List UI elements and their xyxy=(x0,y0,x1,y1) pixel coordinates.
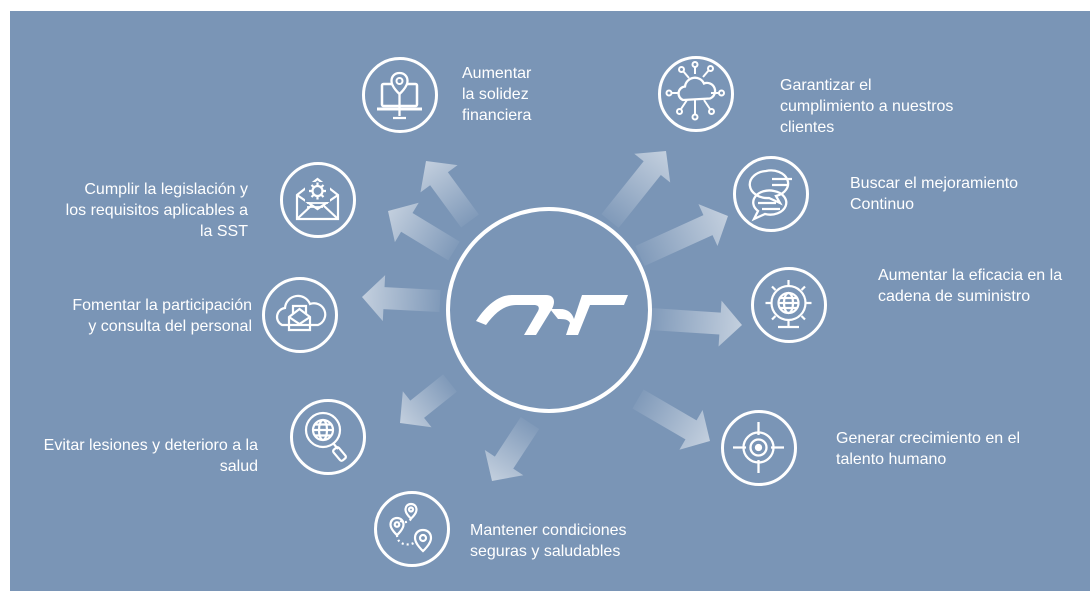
supply-chain-label: Aumentar la eficacia en la cadena de sumi… xyxy=(878,265,1062,307)
financial-icon-circle xyxy=(362,57,438,133)
arrow-supply-chain xyxy=(649,300,742,347)
improvement-icon-circle xyxy=(733,156,809,232)
supply-chain-label-line: Aumentar la eficacia en la xyxy=(878,267,1063,284)
legislation-label: Cumplir la legislación y los requisitos a… xyxy=(10,179,248,242)
legislation-label-line: la SST xyxy=(199,223,248,240)
participation-label-line: Fomentar la participación xyxy=(72,297,252,314)
injuries-label-line: salud xyxy=(219,458,258,475)
clients-label: Garantizar el cumplimiento a nuestros clie… xyxy=(780,75,953,138)
arrow-participation xyxy=(361,275,441,322)
talent-label: Generar crecimiento en el talento humano xyxy=(836,428,1020,470)
injuries-label: Evitar lesiones y deterioro a la salud xyxy=(10,435,258,477)
nt-brand-logo xyxy=(476,295,628,335)
financial-label-line: Aumentar xyxy=(462,65,532,82)
legislation-label-line: los requisitos aplicables a xyxy=(65,202,248,219)
safe-conditions-label-line: Mantener condiciones xyxy=(470,522,627,539)
arrow-financial xyxy=(420,161,479,228)
cloud-mail-icon xyxy=(275,294,327,332)
laptop-location-pin-icon xyxy=(377,71,422,120)
clients-label-line: Garantizar el xyxy=(780,77,872,94)
globe-magnifier-icon xyxy=(304,411,347,462)
route-pins-icon xyxy=(389,502,433,553)
talent-label-line: talento humano xyxy=(836,451,947,468)
clients-label-line: cumplimiento a nuestros xyxy=(780,98,954,115)
safe-conditions-icon-circle xyxy=(374,491,450,567)
participation-label-line: y consulta del personal xyxy=(88,318,252,335)
arrow-legislation xyxy=(388,202,460,261)
participation-icon-circle xyxy=(262,277,338,353)
arrow-injuries xyxy=(400,374,457,428)
clients-label-line: clientes xyxy=(780,119,835,136)
arrow-safe-conditions xyxy=(484,416,540,481)
gear-globe-icon xyxy=(765,280,812,329)
arrow-improvement xyxy=(635,204,729,267)
speech-bubbles-icon xyxy=(748,169,792,222)
legislation-icon-circle xyxy=(280,162,356,238)
arrow-talent xyxy=(632,389,711,450)
injuries-icon-circle xyxy=(290,399,366,475)
financial-label-line: la solidez xyxy=(462,86,529,103)
improvement-label-line: Continuo xyxy=(850,196,915,213)
arrows-layer xyxy=(361,151,742,481)
talent-label-line: Generar crecimiento en el xyxy=(836,430,1021,447)
clients-icon-circle xyxy=(658,56,734,132)
safe-conditions-label-line: seguras y saludables xyxy=(470,543,621,560)
improvement-label-line: Buscar el mejoramiento xyxy=(850,175,1019,192)
financial-label: Aumentar la solidez financiera xyxy=(462,63,531,126)
participation-label: Fomentar la participación y consulta del … xyxy=(10,295,252,337)
legislation-label-line: Cumplir la legislación y xyxy=(84,181,248,198)
cloud-network-icon xyxy=(665,61,725,121)
diagram-canvas: Aumentar la solidez financiera Garantizar e… xyxy=(10,11,1090,591)
injuries-label-line: Evitar lesiones y deterioro a la xyxy=(43,437,258,454)
arrow-clients xyxy=(601,151,671,228)
supply-chain-label-line: cadena de suministro xyxy=(878,288,1031,305)
talent-icon-circle xyxy=(721,410,797,486)
safe-conditions-label: Mantener condiciones seguras y saludables xyxy=(470,520,627,562)
supply-chain-icon-circle xyxy=(751,267,827,343)
target-icon xyxy=(733,422,784,473)
financial-label-line: financiera xyxy=(462,107,532,124)
mail-gear-icon xyxy=(295,177,340,221)
center-hub xyxy=(446,207,652,413)
